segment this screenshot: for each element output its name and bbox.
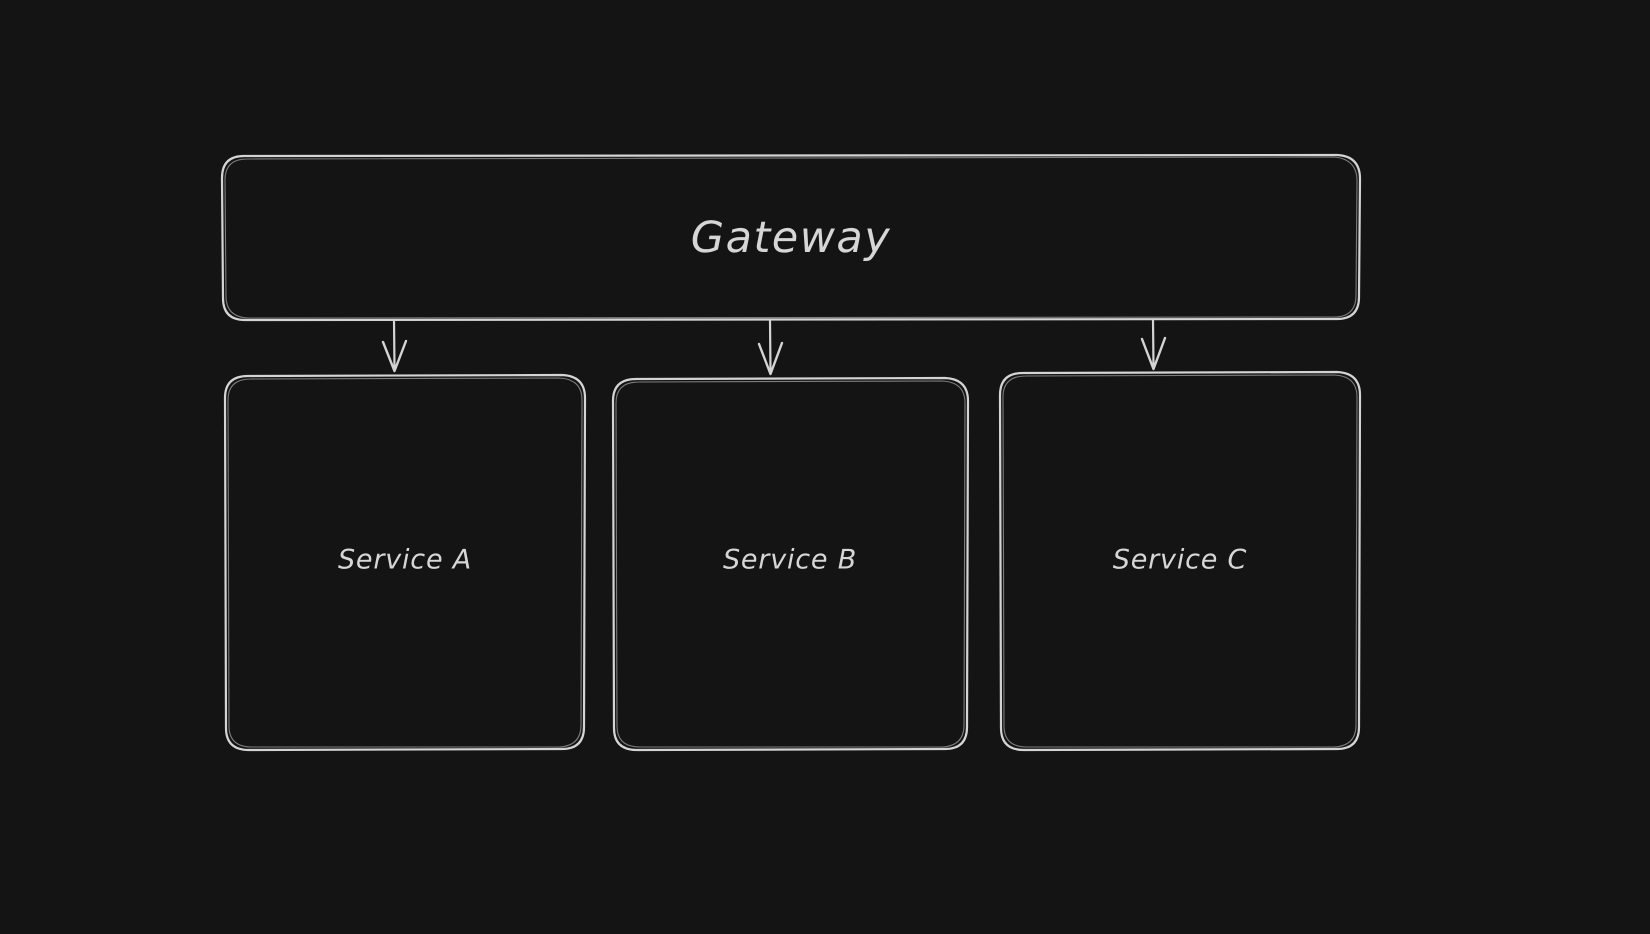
node-service-c[interactable] [998, 370, 1362, 752]
edge-c-shaft [1151, 318, 1155, 368]
service-b-box-outline [611, 376, 970, 752]
service-c-box-outline [998, 370, 1362, 752]
node-service-b[interactable] [611, 376, 970, 752]
node-service-a[interactable] [223, 373, 587, 752]
edge-a-shaft [392, 318, 396, 370]
service-a-box-outline [223, 373, 587, 752]
edge-gateway-service-c [1140, 318, 1167, 371]
edge-gateway-service-b [757, 318, 784, 376]
service-a-label: Service A [337, 544, 473, 576]
edge-b-arrowhead-icon [757, 341, 784, 376]
service-a-box-outline-ghost [227, 377, 583, 748]
edge-gateway-service-a [381, 318, 408, 373]
service-c-box-outline-ghost [1002, 374, 1358, 748]
gateway-box-outline-ghost [224, 156, 1358, 319]
service-c-label: Service C [1112, 544, 1248, 576]
edge-b-shaft [768, 318, 772, 373]
edge-a-arrowhead-icon [381, 339, 408, 373]
service-b-label: Service B [722, 544, 858, 576]
service-b-box-outline-ghost [615, 380, 966, 748]
gateway-box-outline [220, 153, 1362, 322]
edge-c-arrowhead-icon [1140, 336, 1167, 371]
gateway-label: Gateway [690, 213, 892, 263]
node-gateway[interactable] [220, 153, 1362, 322]
